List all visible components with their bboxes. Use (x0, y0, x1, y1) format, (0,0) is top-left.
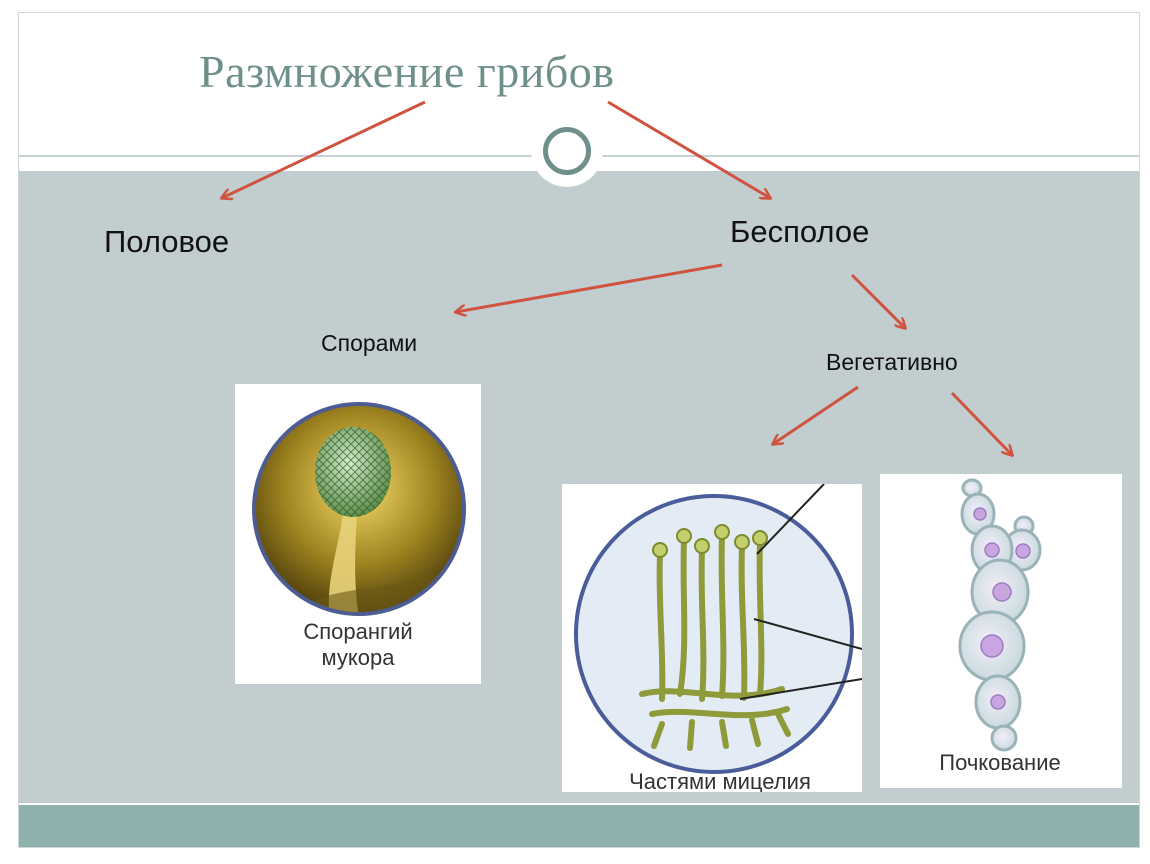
circle-ornament-icon (531, 115, 603, 187)
arrow-title-to-asexual (607, 100, 770, 198)
sporangium-panel: Спорангий мукора (235, 384, 481, 684)
arrow-title-to-sexual (222, 100, 426, 198)
arrow-vegetative-to-budding (950, 391, 1012, 455)
mycelium-illustration: Частями мицелия (574, 484, 862, 792)
arrow-asexual-to-vegetative (850, 273, 905, 328)
page-title: Размножение грибов (199, 46, 615, 97)
budding-illustration: Почкование (939, 478, 1061, 775)
budding-panel: Почкование (880, 474, 1122, 788)
label-sexual: Половое (104, 224, 230, 259)
sporangium-caption-line1: Спорангий (303, 619, 412, 644)
sporangium-caption-line2: мукора (322, 645, 396, 670)
sporangium-illustration: Спорангий мукора (252, 402, 466, 670)
mycelium-panel: Частями мицелия (562, 484, 862, 792)
label-asexual: Бесполое (730, 214, 870, 249)
footer-bar (19, 805, 1139, 847)
arrow-asexual-to-spores (456, 263, 723, 312)
arrow-vegetative-to-mycelium (773, 385, 859, 444)
budding-caption: Почкование (939, 750, 1060, 775)
mycelium-caption: Частями мицелия (629, 769, 811, 792)
label-vegetative: Вегетативно (826, 349, 958, 375)
label-spores: Спорами (321, 330, 418, 356)
